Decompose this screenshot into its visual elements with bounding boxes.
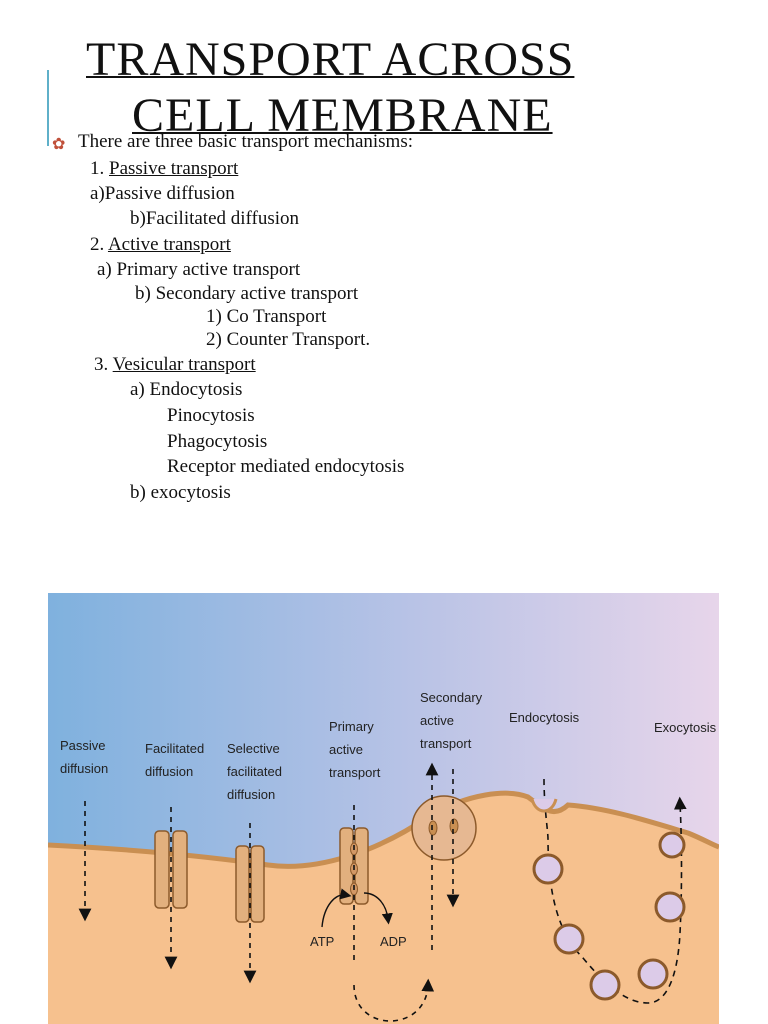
active-b1: 1) Co Transport xyxy=(206,306,327,327)
passive-a: a)Passive diffusion xyxy=(90,183,235,204)
bullet-icon: ✿ xyxy=(52,134,66,153)
vesicular-a1: Pinocytosis xyxy=(167,405,255,426)
atp-curve xyxy=(321,888,352,928)
label-exocytosis: Exocytosis xyxy=(654,720,717,735)
active-b: b) Secondary active transport xyxy=(135,283,359,304)
label-selective-1: Selective xyxy=(227,741,280,756)
label-secondary-1: Secondary xyxy=(420,690,483,705)
slide-body: ✿ There are three basic transport mechan… xyxy=(52,131,413,503)
active-b2: 2) Counter Transport. xyxy=(206,329,371,350)
label-selective-2: facilitated xyxy=(227,764,282,779)
label-primary-2: active xyxy=(329,742,363,757)
label-endocytosis: Endocytosis xyxy=(509,710,580,725)
cytoplasm xyxy=(48,793,719,1024)
label-secondary-2: active xyxy=(420,713,454,728)
passive-title: Passive transport xyxy=(109,158,239,179)
label-passive-1: Passive xyxy=(60,738,106,753)
adp-curve xyxy=(363,892,393,925)
active-a: a) Primary active transport xyxy=(97,259,301,280)
vesicular-heading: 3. Vesicular transport xyxy=(94,354,256,376)
vesicular-title: Vesicular transport xyxy=(112,354,256,375)
accent-line xyxy=(47,70,49,146)
label-adp: ADP xyxy=(380,934,407,949)
passive-num: 1. xyxy=(90,158,105,179)
title-line-2: CELL MEMBRANE xyxy=(132,89,553,142)
diagram-svg: Passive diffusion Facilitated diffusion … xyxy=(48,593,719,1024)
slide-title: TRANSPORT ACROSS CELL MEMBRANE xyxy=(86,32,646,144)
label-passive-2: diffusion xyxy=(60,761,108,776)
vesicular-a3: Receptor mediated endocytosis xyxy=(167,456,405,477)
selective-channel xyxy=(235,845,265,923)
cell-membrane xyxy=(48,790,719,869)
active-heading: 2. Active transport xyxy=(90,234,231,256)
secondary-transporter xyxy=(411,795,477,861)
endocytosis-dimple xyxy=(530,798,558,813)
passive-heading: 1. Passive transport xyxy=(90,158,238,180)
active-num: 2. xyxy=(90,234,105,255)
label-primary-3: transport xyxy=(329,765,381,780)
label-atp: ATP xyxy=(310,934,334,949)
vesicular-num: 3. xyxy=(94,354,109,375)
vesicular-a: a) Endocytosis xyxy=(130,379,243,400)
intro-text: There are three basic transport mechanis… xyxy=(78,131,413,152)
primary-loop-arrow xyxy=(353,978,435,1022)
title-line-1: TRANSPORT ACROSS xyxy=(86,33,575,86)
vesicles xyxy=(532,831,686,1001)
primary-pump xyxy=(339,827,369,905)
facilitated-channel xyxy=(154,830,188,909)
active-title: Active transport xyxy=(107,234,231,255)
label-secondary-3: transport xyxy=(420,736,472,751)
label-selective-3: diffusion xyxy=(227,787,275,802)
label-primary-1: Primary xyxy=(329,719,374,734)
vesicular-a2: Phagocytosis xyxy=(167,431,268,452)
transport-diagram: Passive diffusion Facilitated diffusion … xyxy=(48,593,719,1024)
vesicular-b: b) exocytosis xyxy=(130,482,231,503)
label-facilitated-1: Facilitated xyxy=(145,741,204,756)
passive-b: b)Facilitated diffusion xyxy=(130,208,300,229)
label-facilitated-2: diffusion xyxy=(145,764,193,779)
